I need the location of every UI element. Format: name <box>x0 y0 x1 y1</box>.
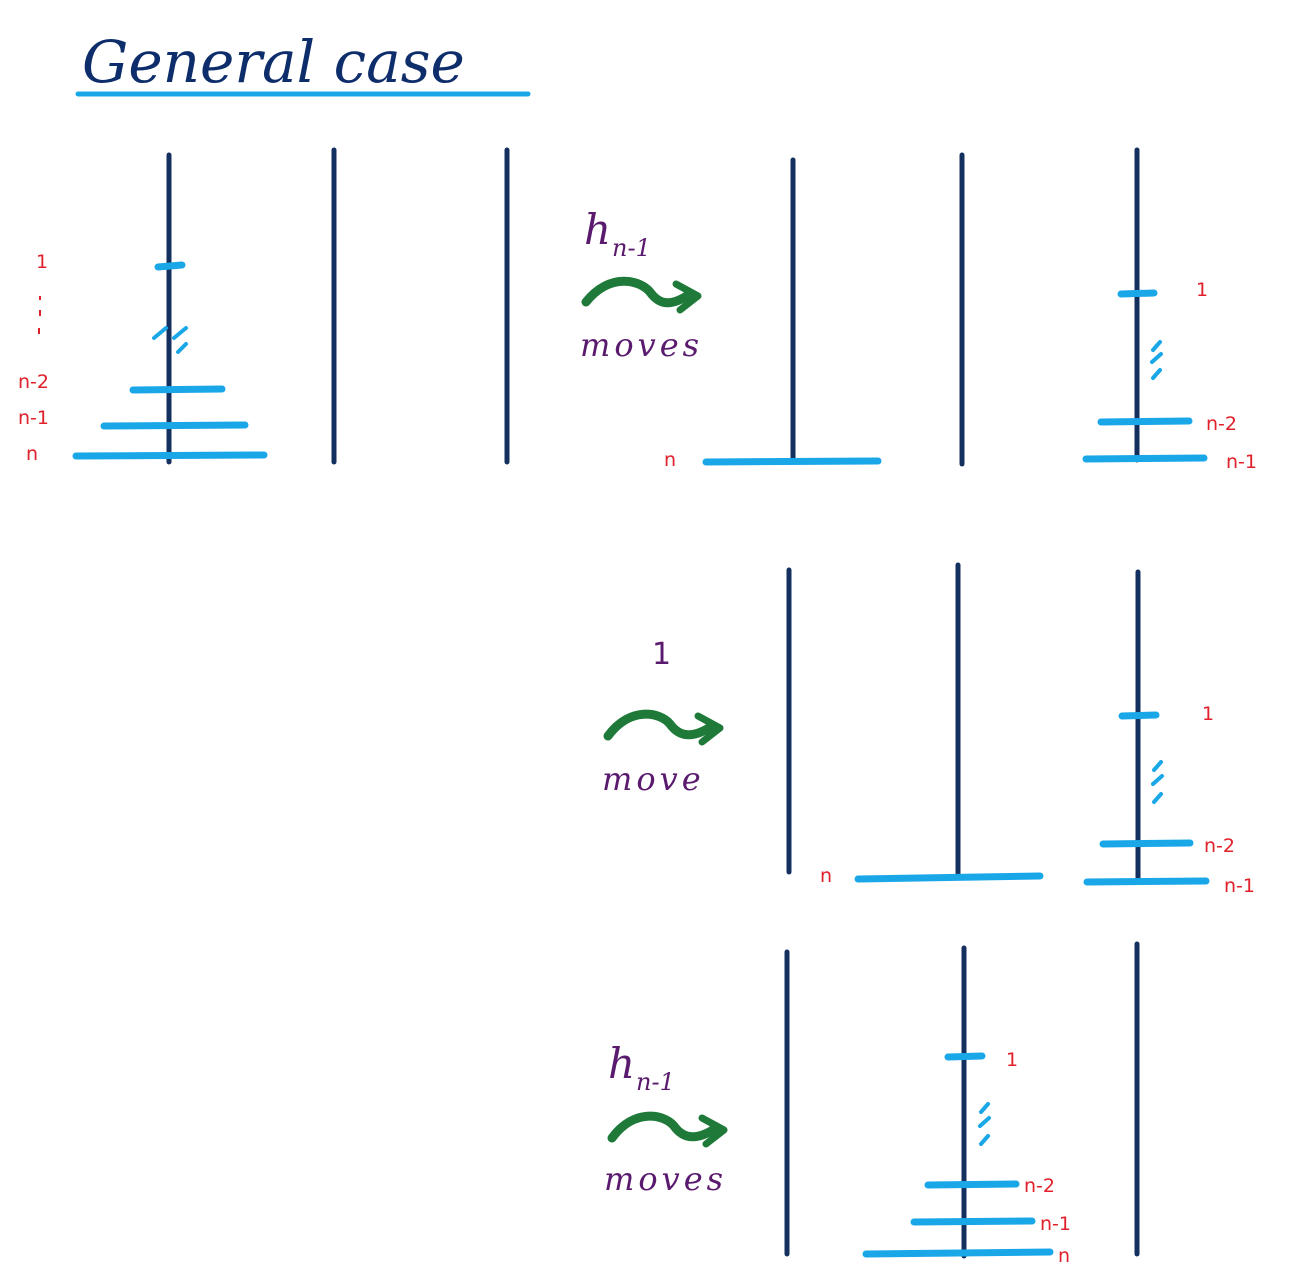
disk-n-minus-2 <box>924 1180 1020 1189</box>
disk-dash <box>979 1134 990 1146</box>
disk-label-n: n <box>820 865 832 887</box>
disk-n-minus-1 <box>1082 454 1208 463</box>
disk-label-n: n <box>1058 1245 1070 1267</box>
disk-n-minus-1 <box>910 1217 1036 1226</box>
state-after-step-2: n 1 n-2 n-1 <box>786 562 1255 897</box>
disk-1 <box>154 261 186 271</box>
disk-1 <box>1118 711 1160 720</box>
disk-n-minus-1 <box>100 421 249 430</box>
disk-dash <box>1152 760 1163 772</box>
arrow-icon <box>607 1111 721 1143</box>
disk-dash <box>1151 368 1162 380</box>
disk-dash <box>172 326 188 340</box>
step-1-annotation: h n-1 moves <box>580 205 703 364</box>
disk-dash <box>1151 774 1164 786</box>
disk-dash <box>978 1116 991 1128</box>
disk-n <box>72 451 268 460</box>
disk-n-minus-2 <box>1097 417 1193 426</box>
state-after-step-1: n 1 n-2 n-1 <box>664 147 1257 473</box>
disk-label-n-minus-1: n-1 <box>1226 451 1257 473</box>
disk-n <box>862 1248 1054 1258</box>
disk-label-n-minus-1: n-1 <box>1040 1213 1071 1235</box>
disk-n <box>702 457 882 466</box>
disk-label-1: 1 <box>1202 703 1214 725</box>
arrow-head-icon <box>672 280 702 314</box>
disk-dash <box>1152 792 1163 804</box>
disk-label-n-minus-2: n-2 <box>18 371 49 393</box>
disk-label-n-minus-1: n-1 <box>1224 875 1255 897</box>
disk-n-minus-2 <box>1099 839 1194 848</box>
disk-label-n: n <box>664 449 676 471</box>
disk-label-1: 1 <box>1196 279 1208 301</box>
step-1-count-subscript: n-1 <box>612 234 651 262</box>
disk-label-n-minus-1: n-1 <box>18 407 49 429</box>
step-2-annotation: 1 move <box>602 637 724 798</box>
disk-n <box>854 872 1044 883</box>
disk-label-n-minus-2: n-2 <box>1206 413 1237 435</box>
arrow-head-icon <box>694 712 724 746</box>
disk-dash <box>1151 340 1162 352</box>
page-title: General case <box>82 28 465 96</box>
disk-dash <box>979 1102 990 1114</box>
step-3-count-subscript: n-1 <box>636 1068 675 1096</box>
disk-label-n: n <box>26 443 38 465</box>
disk-label-1: 1 <box>1006 1049 1018 1071</box>
disk-label-n-minus-2: n-2 <box>1024 1175 1055 1197</box>
disk-1 <box>944 1052 986 1061</box>
disk-label-n-minus-2: n-2 <box>1204 835 1235 857</box>
disk-label-1: 1 <box>36 251 48 273</box>
state-initial: 1 n-2 n-1 n <box>18 147 510 465</box>
step-2-word: move <box>602 760 705 798</box>
step-3-word: moves <box>604 1160 727 1198</box>
disk-dash <box>176 342 188 354</box>
disk-n-minus-1 <box>1083 877 1210 886</box>
step-1-word: moves <box>580 326 703 364</box>
arrow-icon <box>581 276 695 308</box>
disk-n-minus-2 <box>129 385 226 394</box>
disk-dash <box>1150 352 1163 364</box>
disk-1 <box>1117 289 1158 298</box>
step-3-count: h <box>608 1039 635 1088</box>
state-final: 1 n-2 n-1 n <box>784 941 1140 1267</box>
arrow-head-icon <box>698 1114 728 1148</box>
arrow-icon <box>603 709 717 741</box>
step-3-annotation: h n-1 moves <box>604 1039 728 1198</box>
disk-dash <box>152 326 168 340</box>
step-2-count: 1 <box>652 637 671 672</box>
step-1-count: h <box>584 205 611 254</box>
